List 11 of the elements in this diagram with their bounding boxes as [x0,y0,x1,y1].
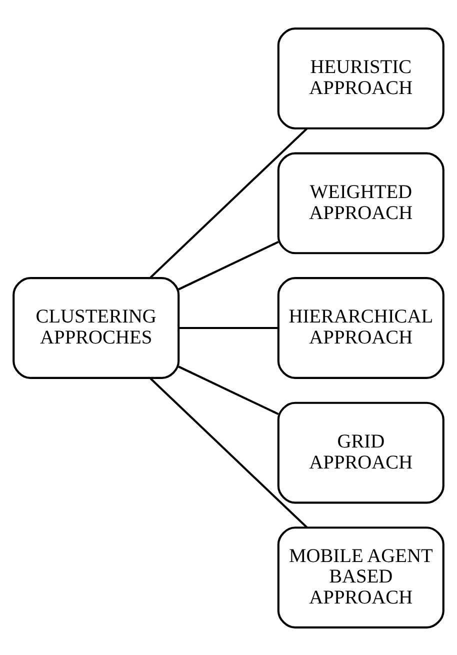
node-box: CLUSTERING APPROCHES [12,276,180,378]
connector [150,377,308,528]
node-box: HEURISTIC APPROACH [277,27,444,129]
connector [178,365,279,415]
connector [178,240,279,290]
connector [178,326,278,329]
connector [150,127,308,278]
node-box: HIERARCHICAL APPROACH [277,276,444,378]
node-box: GRID APPROACH [277,401,444,504]
node-box: MOBILE AGENT BASED APPROACH [277,526,444,628]
node-box: WEIGHTED APPROACH [277,152,444,254]
